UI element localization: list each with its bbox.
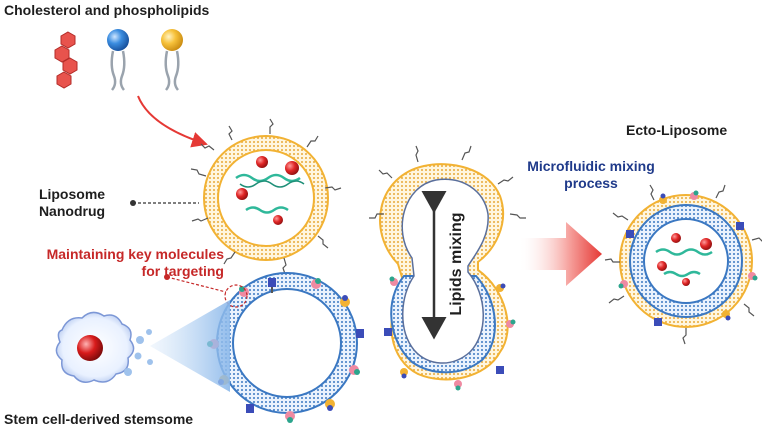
stem-cell-icon [55, 311, 153, 383]
assembly-arrow [137, 95, 208, 148]
drug-molecule [700, 238, 712, 250]
liposome-label-line1: Liposome [38, 186, 106, 202]
liposome-nanodrug-label: Liposome Nanodrug [30, 186, 114, 220]
fusion-membrane-proteins [384, 276, 516, 391]
ecto-liposome [604, 184, 762, 345]
liposome-label-line2: Nanodrug [38, 203, 106, 219]
drug-molecule [256, 156, 268, 168]
maintain-label-line2: for targeting [141, 263, 224, 279]
microfluidic-arrow [520, 222, 602, 286]
ecto-liposome-label: Ecto-Liposome [626, 122, 728, 138]
rna-strand [239, 180, 305, 188]
drug-molecule [657, 261, 667, 271]
liposome-peg-chains [190, 118, 342, 275]
microfluidic-label-line2: process [564, 175, 618, 191]
rna-strand [235, 173, 301, 183]
stemsome-label: Stem cell-derived stemsome [4, 411, 194, 427]
phospholipid-gold-icon [161, 29, 183, 91]
phospholipid-blue-icon [107, 29, 129, 91]
key-molecule-pointer-dot [164, 274, 170, 280]
lipid-fusion-structure: Lipids mixing [369, 145, 526, 391]
secretion-beam [150, 300, 230, 392]
stemsome [207, 272, 364, 423]
membrane-proteins [207, 278, 364, 423]
drug-molecule [236, 188, 248, 200]
cholesterol-icon [54, 31, 78, 89]
microfluidic-process-label: Microfluidic mixing process [516, 158, 666, 192]
rna-strand [245, 206, 289, 214]
key-molecule-highlight [224, 284, 248, 308]
microfluidic-label-line1: Microfluidic mixing [527, 158, 655, 174]
rna-strand [663, 270, 701, 278]
liposome-pointer-dot [130, 200, 136, 206]
maintain-label-line1: Maintaining key molecules [46, 246, 224, 262]
key-molecule-pointer [166, 276, 227, 293]
liposome-nanodrug [190, 118, 342, 275]
drug-molecule [682, 278, 690, 286]
lipids-mixing-label: Lipids mixing [448, 212, 465, 315]
title-cholesterol-phospholipids: Cholesterol and phospholipids [4, 2, 210, 18]
drug-molecule [671, 233, 681, 243]
drug-molecule [273, 215, 283, 225]
maintaining-key-molecules-label: Maintaining key molecules for targeting [2, 246, 224, 280]
drug-molecule [285, 161, 299, 175]
ecto-membrane-proteins [618, 190, 758, 326]
rna-strand [655, 248, 713, 256]
